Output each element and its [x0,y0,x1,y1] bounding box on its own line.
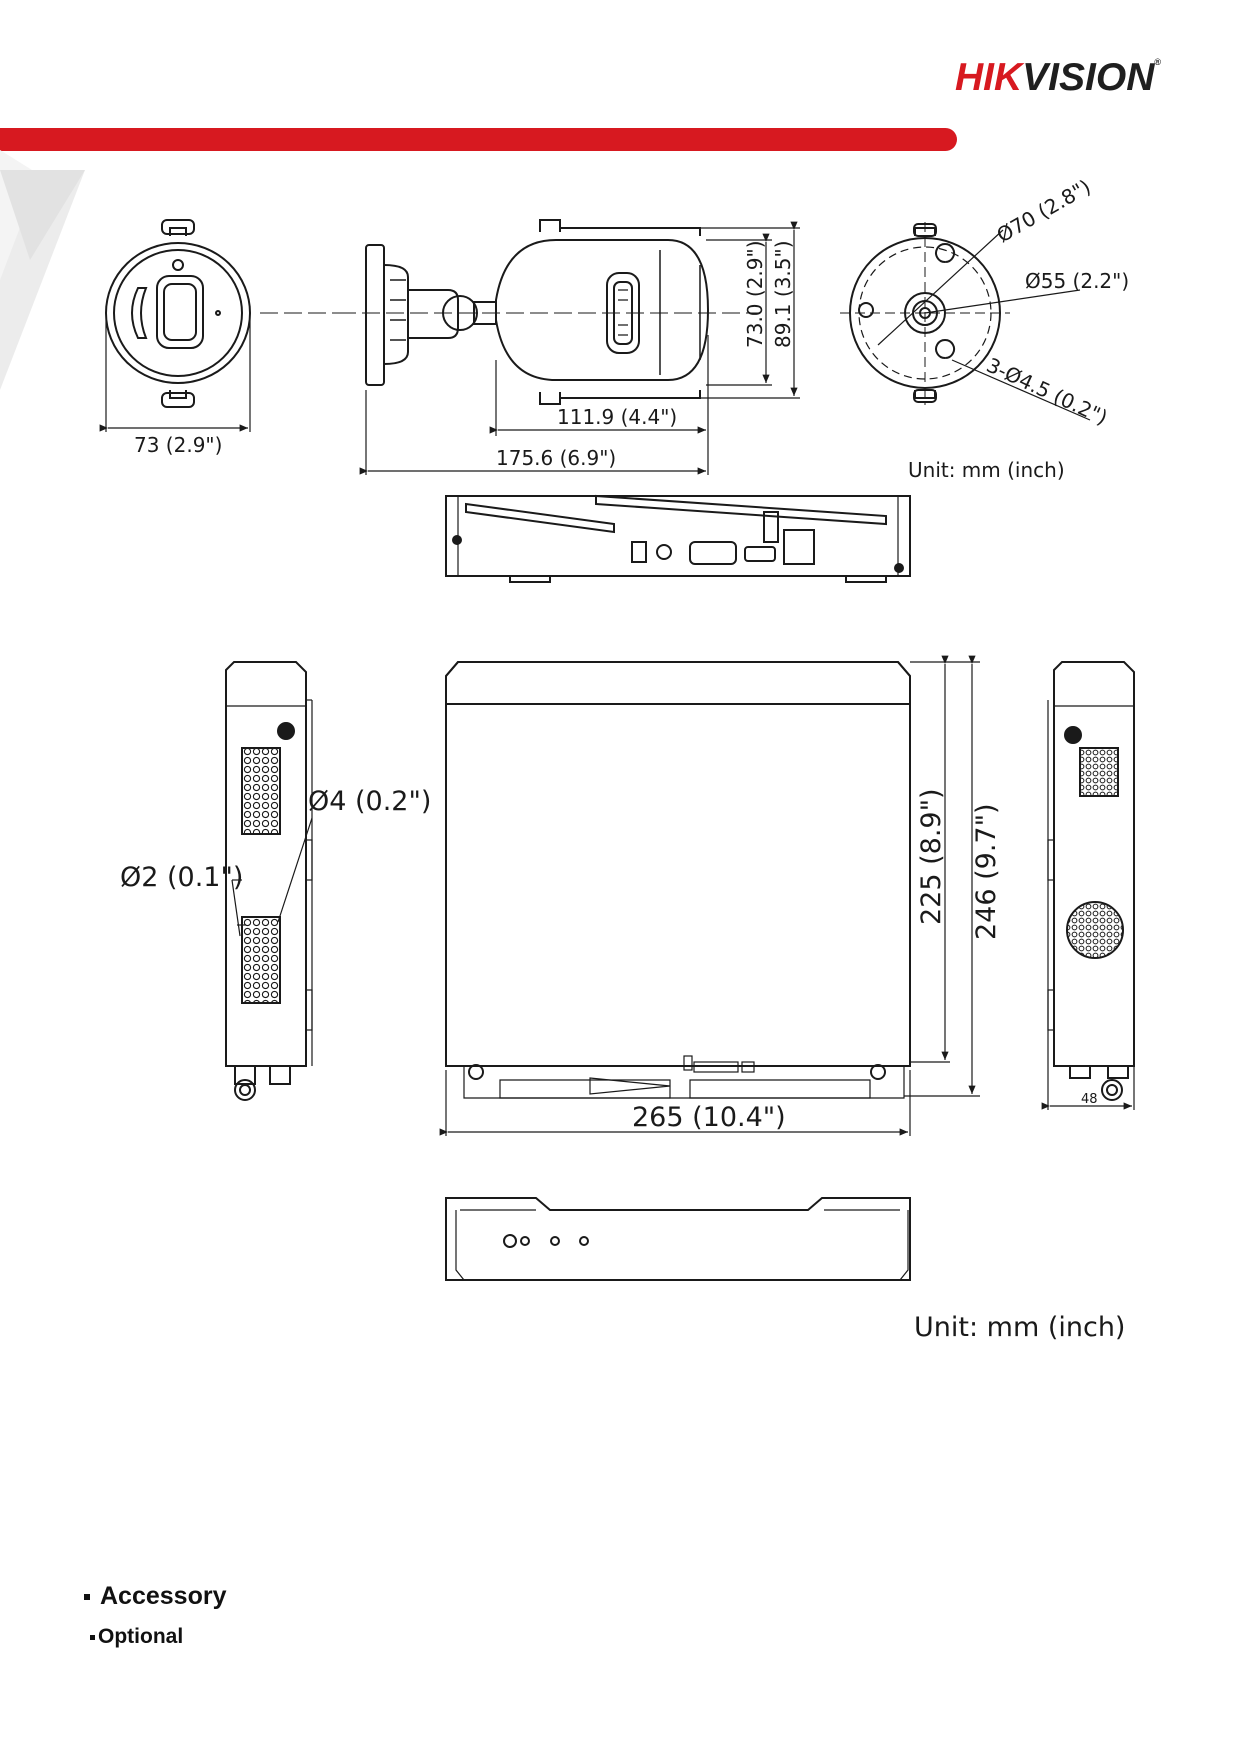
camera-width-label: 73 (2.9") [134,433,222,457]
camera-body-height-label: 73.0 (2.9") [743,241,767,349]
nvr-left-side-view [225,661,313,1101]
mount-holes-label: 3-Ø4.5 (0.2") [983,353,1111,430]
nvr-front-view [445,1197,911,1281]
camera-unit-label: Unit: mm (inch) [908,458,1065,482]
camera-front-view [99,219,340,432]
decorative-triangle-graphic [0,150,85,390]
nvr-right-side-view [1041,661,1135,1110]
nvr-total-depth-label: 246 (9.7") [971,803,1002,940]
camera-total-length-label: 175.6 (6.9") [496,446,616,470]
optional-heading: Optional [90,1625,183,1649]
camera-side-view [338,219,800,475]
camera-total-height-label: 89.1 (3.5") [771,241,795,349]
nvr-small-hole-label: Ø2 (0.1") [120,862,243,893]
nvr-height-label: 48 [1081,1092,1098,1107]
nvr-width-label: 265 (10.4") [632,1102,786,1133]
mount-outer-diameter-label: Ø70 (2.8") [993,174,1095,247]
bullet-square-icon [84,1594,90,1601]
nvr-top-view [439,655,980,1136]
camera-body-length-label: 111.9 (4.4") [557,405,677,429]
nvr-unit-label: Unit: mm (inch) [914,1312,1125,1343]
header-red-bar [0,128,957,151]
hikvision-logo: HIKVISION® [955,56,1162,99]
nvr-rear-view [445,494,911,583]
accessory-heading: Accessory [84,1582,226,1611]
mount-inner-diameter-label: Ø55 (2.2") [1025,269,1129,293]
nvr-large-hole-label: Ø4 (0.2") [308,786,431,817]
bullet-square-icon [90,1634,95,1640]
camera-mount-base-view [840,222,1091,421]
nvr-body-depth-label: 225 (8.9") [916,788,947,925]
